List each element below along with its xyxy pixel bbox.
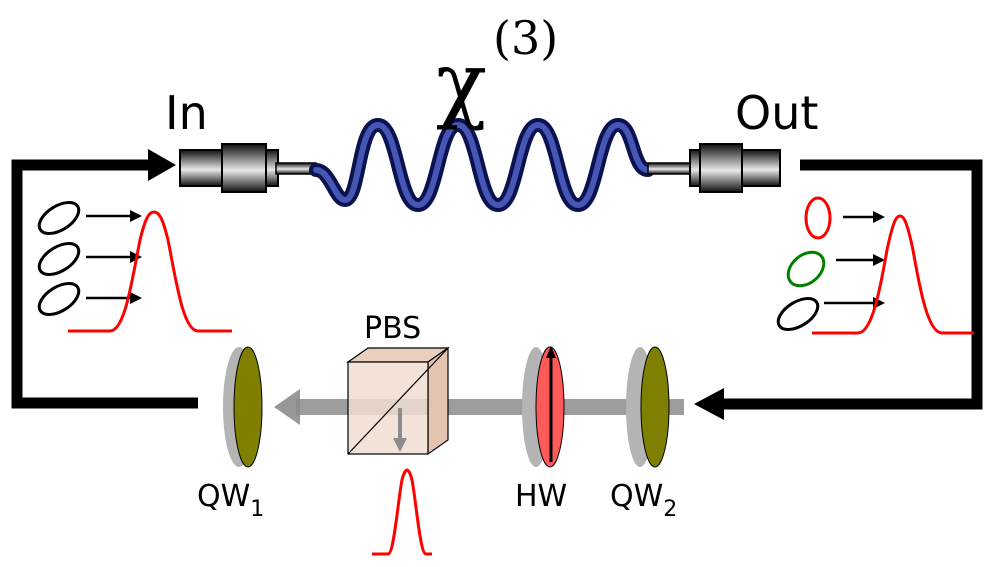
beam-arrowhead <box>274 389 300 425</box>
input-polarization-ellipse-3 <box>37 282 81 316</box>
quarter-waveplate-2 <box>626 346 670 468</box>
hw-label: HW <box>515 479 567 514</box>
input-pulses <box>37 201 232 333</box>
qw2-label: QW2 <box>610 479 677 522</box>
output-label: Out <box>735 86 818 140</box>
output-polarization-ellipse-red <box>804 196 832 240</box>
qw2-label-base: QW <box>610 479 663 514</box>
output-pulses <box>776 196 974 335</box>
qw1-label: QW1 <box>197 479 264 522</box>
input-polarization-ellipse-1 <box>37 201 81 235</box>
qw1-label-subscript: 1 <box>250 497 264 522</box>
rejected-pulse-profile <box>372 468 432 556</box>
nonlinear-fiber-coil <box>309 117 655 213</box>
chi-symbol: χ <box>436 34 487 132</box>
loop-input-arrowhead <box>148 149 176 181</box>
qw2-label-subscript: 2 <box>663 497 677 522</box>
loop-return-arrowhead <box>694 388 724 420</box>
input-pulse-profile <box>68 210 232 333</box>
input-polarization-ellipse-2 <box>37 242 81 276</box>
output-connector <box>647 143 781 193</box>
loop-right-segment <box>722 159 983 410</box>
input-connector <box>179 143 317 193</box>
feedback-loop <box>11 149 983 420</box>
qw1-label-base: QW <box>197 479 250 514</box>
loop-left-segment <box>11 159 198 409</box>
chi-order-superscript: (3) <box>493 11 558 65</box>
output-polarization-ellipse-black <box>776 297 820 331</box>
pbs-diagonal <box>347 347 449 455</box>
output-pulse-profile <box>812 214 974 335</box>
input-label: In <box>165 86 208 140</box>
free-space-beam <box>274 389 684 425</box>
half-waveplate <box>522 346 565 468</box>
quarter-waveplate-1 <box>223 346 263 468</box>
pbs-label: PBS <box>364 311 421 346</box>
polarizing-beam-splitter <box>346 346 450 456</box>
output-polarization-ellipse-green <box>786 250 826 288</box>
